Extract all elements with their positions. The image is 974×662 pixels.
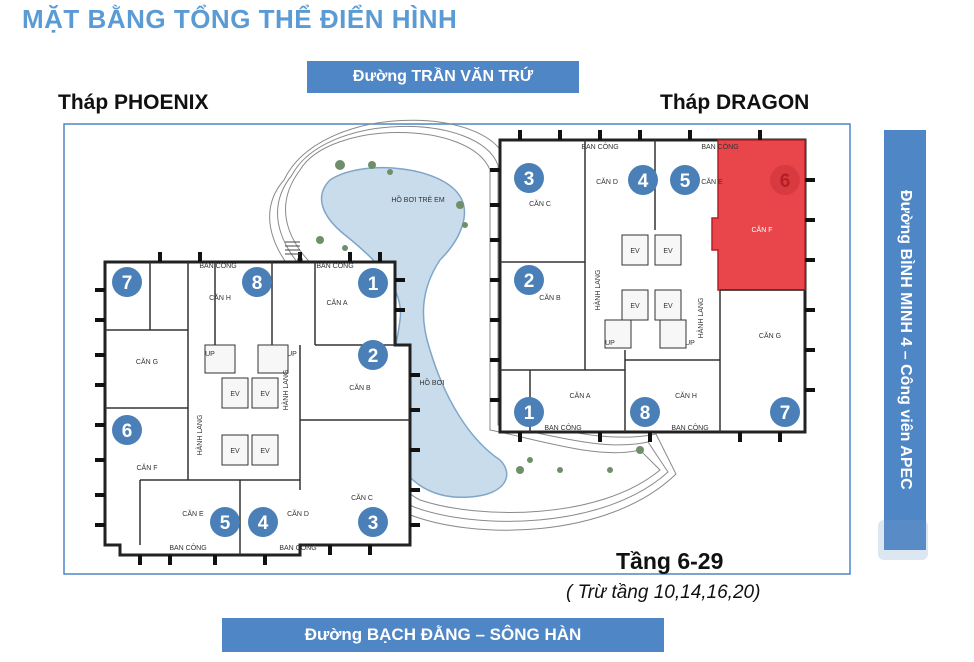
svg-text:8: 8: [252, 273, 263, 294]
dragon-badge-1[interactable]: 1: [514, 397, 544, 427]
road-label-top: Đường TRẦN VĂN TRỨ: [307, 61, 579, 93]
dragon-ev-2: EV: [663, 248, 673, 255]
dragon-unit-name-5: CĂN E: [701, 177, 723, 186]
phoenix-badge-4[interactable]: 4: [248, 507, 278, 537]
dragon-badge-7[interactable]: 7: [770, 397, 800, 427]
dragon-up-2: UP: [685, 340, 695, 347]
dragon-balcony-2: BAN CÔNG: [701, 142, 738, 151]
phoenix-badge-7[interactable]: 7: [112, 267, 142, 297]
phoenix-balcony-2: BAN CÔNG: [316, 261, 353, 270]
dragon-ev-4: EV: [663, 303, 673, 310]
pool-kids-label: HỒ BƠI TRẺ EM: [391, 194, 444, 204]
svg-text:6: 6: [780, 171, 791, 192]
phoenix-badge-5[interactable]: 5: [210, 507, 240, 537]
svg-text:2: 2: [368, 346, 379, 367]
phoenix-badges: 1 2 3 4 5 6 7 8: [112, 267, 388, 537]
site-boundary: [63, 123, 851, 575]
svg-text:3: 3: [368, 513, 379, 534]
dragon-facade-ticks: [490, 130, 815, 442]
dragon-balcony-3: BAN CÔNG: [544, 423, 581, 432]
dragon-unit-name-2: CĂN B: [539, 293, 561, 302]
phoenix-up-2: UP: [287, 351, 297, 358]
phoenix-corridor-2: HÀNH LANG: [281, 370, 290, 411]
dragon-tower: EV EV EV EV UP UP HÀNH LANG HÀNH LANG BA…: [490, 130, 815, 442]
dragon-corridor-2: HÀNH LANG: [696, 298, 705, 339]
phoenix-balcony-1: BAN CÔNG: [199, 261, 236, 270]
dragon-badges: 1 2 3 4 5 6 7 8: [514, 163, 800, 427]
dragon-unit-name-1: CĂN A: [569, 391, 590, 400]
svg-text:8: 8: [640, 403, 651, 424]
road-label-bottom: Đường BẠCH ĐẰNG – SÔNG HÀN: [222, 618, 664, 652]
dragon-badge-8[interactable]: 8: [630, 397, 660, 427]
phoenix-badge-3[interactable]: 3: [358, 507, 388, 537]
svg-text:4: 4: [258, 513, 269, 534]
phoenix-unit-name-2: CĂN B: [349, 383, 371, 392]
tower-label-phoenix: Tháp PHOENIX: [58, 91, 209, 114]
svg-text:5: 5: [680, 171, 691, 192]
tower-label-dragon: Tháp DRAGON: [660, 91, 810, 114]
phoenix-badge-2[interactable]: 2: [358, 340, 388, 370]
phoenix-unit-name-6: CĂN F: [137, 463, 158, 472]
road-label-right: Đường BÌNH MINH 4 – Công viên APEC: [884, 130, 926, 550]
dragon-ev-3: EV: [630, 303, 640, 310]
dragon-up-1: UP: [605, 340, 615, 347]
dragon-ev-1: EV: [630, 248, 640, 255]
svg-text:2: 2: [524, 271, 535, 292]
pool-main-label: HỒ BƠI: [419, 377, 444, 387]
dragon-badge-2[interactable]: 2: [514, 265, 544, 295]
phoenix-badge-1[interactable]: 1: [358, 268, 388, 298]
phoenix-unit-name-8: CĂN H: [209, 293, 231, 302]
phoenix-facade-ticks: [95, 252, 420, 565]
dragon-badge-3[interactable]: 3: [514, 163, 544, 193]
dragon-badge-4[interactable]: 4: [628, 165, 658, 195]
stair-icon: [285, 241, 300, 255]
dragon-unit-name-6: CĂN F: [752, 225, 773, 234]
phoenix-unit-name-7: CĂN G: [136, 357, 158, 366]
phoenix-unit-name-1: CĂN A: [326, 298, 347, 307]
dragon-balcony-4: BAN CÔNG: [671, 423, 708, 432]
dragon-balcony-1: BAN CÔNG: [581, 142, 618, 151]
svg-text:4: 4: [638, 171, 649, 192]
svg-text:1: 1: [524, 403, 535, 424]
svg-text:1: 1: [368, 274, 379, 295]
phoenix-ev-3: EV: [230, 448, 240, 455]
svg-text:7: 7: [122, 273, 133, 294]
dragon-unit-name-8: CĂN H: [675, 391, 697, 400]
phoenix-balcony-3: BAN CÔNG: [169, 543, 206, 552]
phoenix-up-1: UP: [205, 351, 215, 358]
road-label-right-text: Đường BÌNH MINH 4 – Công viên APEC: [897, 190, 914, 490]
dragon-unit-f-highlight[interactable]: [711, 139, 806, 291]
dragon-unit-name-4: CĂN D: [596, 177, 618, 186]
svg-text:3: 3: [524, 169, 535, 190]
phoenix-ev-4: EV: [260, 448, 270, 455]
dragon-unit-name-3: CĂN C: [529, 199, 551, 208]
phoenix-badge-8[interactable]: 8: [242, 267, 272, 297]
phoenix-tower: EV EV EV EV UP UP HÀNH LANG HÀNH LANG BA…: [95, 252, 420, 565]
dragon-corridor-1: HÀNH LANG: [593, 270, 602, 311]
dragon-badge-6[interactable]: 6: [770, 165, 800, 195]
phoenix-badge-6[interactable]: 6: [112, 415, 142, 445]
dragon-unit-name-7: CĂN G: [759, 331, 781, 340]
dragon-badge-5[interactable]: 5: [670, 165, 700, 195]
floor-label: Tầng 6-29: [616, 548, 724, 574]
svg-text:5: 5: [220, 513, 231, 534]
phoenix-balcony-4: BAN CÔNG: [279, 543, 316, 552]
phoenix-ev-2: EV: [260, 391, 270, 398]
phoenix-unit-name-4: CĂN D: [287, 509, 309, 518]
phoenix-unit-name-5: CĂN E: [182, 509, 204, 518]
svg-text:7: 7: [780, 403, 791, 424]
watermark-logo: [878, 520, 928, 560]
phoenix-ev-1: EV: [230, 391, 240, 398]
phoenix-unit-name-3: CĂN C: [351, 493, 373, 502]
page-title: MẶT BẰNG TỔNG THỂ ĐIỂN HÌNH: [22, 4, 458, 34]
floor-note: ( Trừ tầng 10,14,16,20): [566, 582, 761, 603]
svg-text:6: 6: [122, 421, 133, 442]
phoenix-corridor-1: HÀNH LANG: [195, 415, 204, 456]
